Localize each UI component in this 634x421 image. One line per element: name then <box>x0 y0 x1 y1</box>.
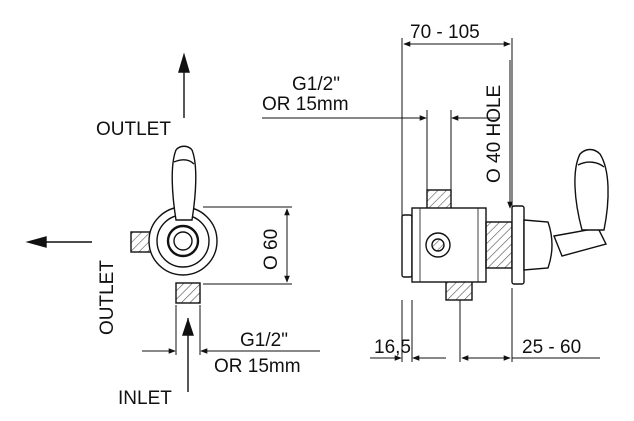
arrow-left-icon <box>25 236 92 248</box>
depth-range-label: 70 - 105 <box>410 22 480 43</box>
side-port <box>130 231 152 253</box>
inlet-label: INLET <box>118 388 172 409</box>
thread-bottom-line2: OR 15mm <box>214 356 301 377</box>
escutcheon-plate <box>401 214 413 278</box>
hole-label: O 40 HOLE <box>484 84 505 183</box>
thread-bottom-line1: G1/2" <box>240 330 288 351</box>
lever-handle-icon <box>574 148 609 231</box>
arrow-down-icon <box>182 317 194 392</box>
lever-handle-icon <box>171 145 197 221</box>
side-view <box>262 38 609 362</box>
thread-top-line1: G1/2" <box>292 74 340 95</box>
bottom-port <box>175 282 201 304</box>
top-port <box>426 189 452 211</box>
outlet-side-label: OUTLET <box>97 260 118 335</box>
thread-top-line2: OR 15mm <box>262 94 349 115</box>
wall-flange <box>511 205 525 285</box>
wall-range-label: 25 - 60 <box>522 337 582 358</box>
front-view <box>25 52 320 392</box>
arrow-up-icon <box>178 52 190 118</box>
offset-label: 16,5 <box>374 337 411 358</box>
outlet-top-label: OUTLET <box>96 119 171 140</box>
cover-cap <box>523 219 553 271</box>
diameter-body-label: O 60 <box>261 228 282 270</box>
